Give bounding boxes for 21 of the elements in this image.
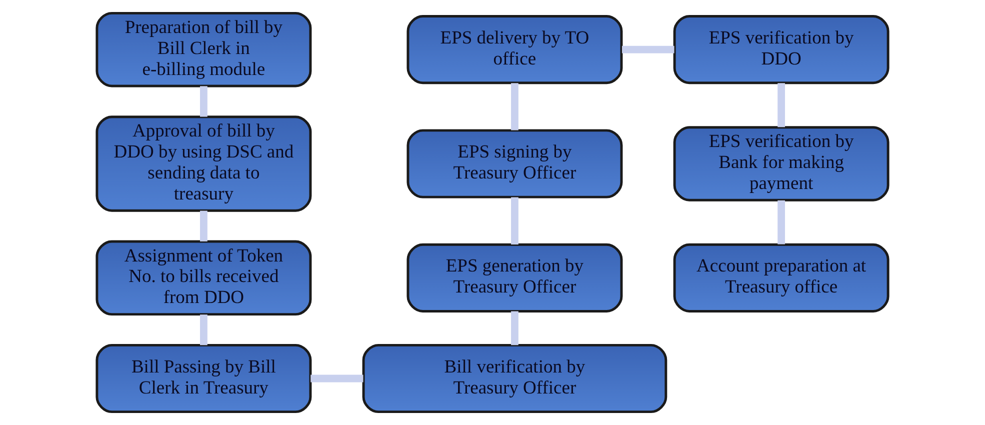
connector [511, 83, 518, 130]
node-box: Approval of bill by DDO by using DSC and sending data to treasury [96, 116, 312, 212]
node-box: Account preparation at Treasury office [673, 243, 890, 312]
node-box: EPS verification by Bank for making payment [673, 126, 890, 202]
connector [200, 314, 208, 346]
node-box: EPS generation by Treasury Officer [406, 243, 623, 312]
node-box: Bill Passing by Bill Clerk in Treasury [96, 344, 312, 414]
connector [200, 86, 208, 117]
connector [200, 210, 208, 242]
node-box: EPS signing by Treasury Officer [406, 129, 623, 198]
connector [622, 46, 674, 54]
node-box: EPS verification by DDO [673, 15, 890, 84]
connector [310, 374, 364, 382]
node-box: EPS delivery by TO office [406, 15, 623, 84]
connector [511, 311, 518, 346]
node-box: Bill verification by Treasury Officer [362, 344, 668, 414]
node-box: Preparation of bill by Bill Clerk in e-billing module [96, 12, 312, 88]
connector [778, 83, 785, 128]
connector [511, 197, 518, 244]
connector [778, 200, 785, 244]
node-box: Assignment of Token No. to bills received from DDO [96, 240, 312, 316]
